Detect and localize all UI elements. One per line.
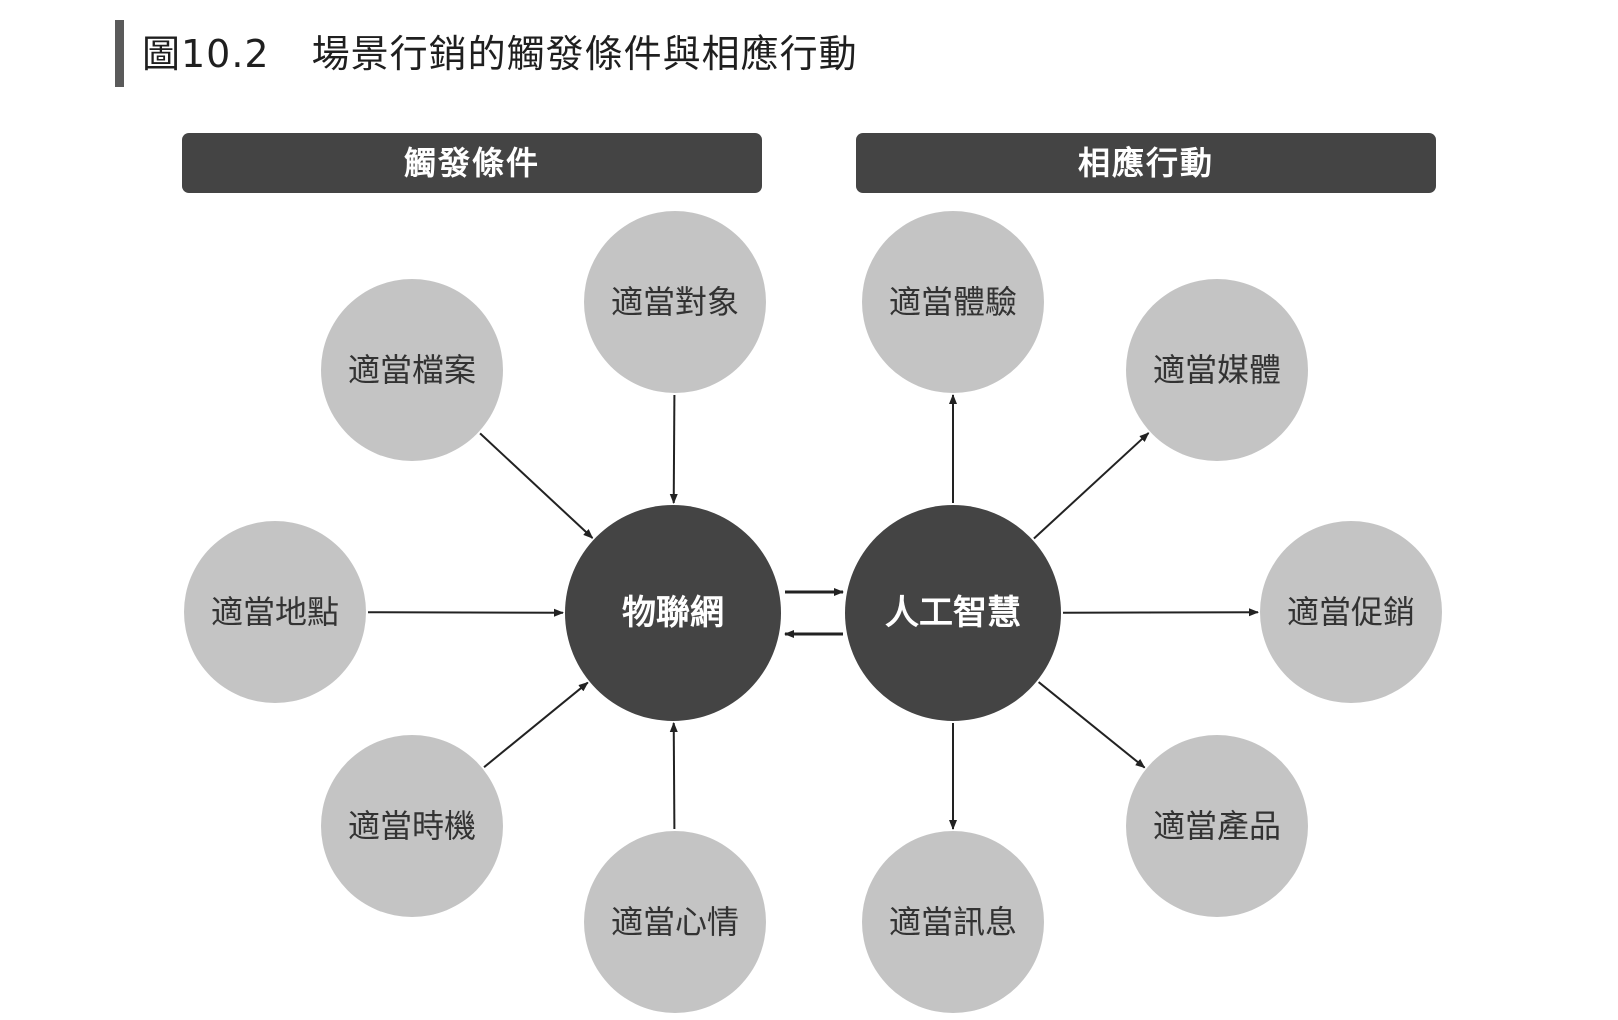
action-node-product-label: 適當產品 bbox=[1153, 807, 1281, 845]
figure-number: 圖10.2 bbox=[142, 32, 270, 76]
trigger-node-location-label: 適當地點 bbox=[211, 593, 339, 631]
hub-iot-circle bbox=[565, 505, 781, 721]
action-node-media-circle bbox=[1126, 279, 1308, 461]
action-node-promotion: 適當促銷 bbox=[1260, 521, 1442, 703]
trigger-node-timing-circle bbox=[321, 735, 503, 917]
action-node-experience-label: 適當體驗 bbox=[889, 283, 1017, 321]
action-node-product: 適當產品 bbox=[1126, 735, 1308, 917]
trigger-node-profile-label: 適當檔案 bbox=[348, 351, 476, 389]
arrow-profile-to-iot bbox=[479, 432, 594, 539]
trigger-node-profile-circle bbox=[321, 279, 503, 461]
trigger-node-mood-circle bbox=[584, 831, 766, 1013]
hub-ai-circle bbox=[845, 505, 1061, 721]
arrow-timing-to-iot bbox=[483, 681, 589, 768]
action-node-media-label: 適當媒體 bbox=[1153, 351, 1281, 389]
action-node-promotion-circle bbox=[1260, 521, 1442, 703]
action-node-experience-circle bbox=[862, 211, 1044, 393]
arrows-layer bbox=[367, 394, 1260, 830]
trigger-node-location-circle bbox=[184, 521, 366, 703]
trigger-node-mood-label: 適當心情 bbox=[611, 903, 739, 941]
arrow-ai-to-media bbox=[1033, 432, 1150, 540]
trigger-node-mood: 適當心情 bbox=[584, 831, 766, 1013]
action-node-experience: 適當體驗 bbox=[862, 211, 1044, 393]
figure-title: 圖10.2 場景行銷的觸發條件與相應行動 bbox=[142, 26, 858, 82]
arrow-object-to-iot bbox=[669, 394, 678, 505]
title-accent-bar bbox=[115, 20, 124, 87]
hub-ai: 人工智慧 bbox=[845, 505, 1061, 721]
hub-iot: 物聯網 bbox=[565, 505, 781, 721]
trigger-node-object: 適當對象 bbox=[584, 211, 766, 393]
trigger-node-timing: 適當時機 bbox=[321, 735, 503, 917]
actions-header: 相應行動 bbox=[856, 133, 1436, 193]
trigger-node-object-circle bbox=[584, 211, 766, 393]
arrow-ai-to-product bbox=[1037, 681, 1146, 769]
arrow-mood-to-iot bbox=[669, 721, 678, 830]
action-node-product-circle bbox=[1126, 735, 1308, 917]
action-node-message-circle bbox=[862, 831, 1044, 1013]
trigger-node-profile: 適當檔案 bbox=[321, 279, 503, 461]
action-node-message: 適當訊息 bbox=[862, 831, 1044, 1013]
hub-ai-label: 人工智慧 bbox=[885, 593, 1021, 633]
trigger-node-location: 適當地點 bbox=[184, 521, 366, 703]
triggers-header: 觸發條件 bbox=[182, 133, 762, 193]
action-node-media: 適當媒體 bbox=[1126, 279, 1308, 461]
action-node-promotion-label: 適當促銷 bbox=[1287, 593, 1415, 631]
hub-iot-label: 物聯網 bbox=[622, 593, 724, 633]
action-node-message-label: 適當訊息 bbox=[889, 903, 1017, 941]
trigger-node-timing-label: 適當時機 bbox=[348, 807, 476, 845]
trigger-node-object-label: 適當對象 bbox=[611, 283, 739, 321]
figure-title-text: 場景行銷的觸發條件與相應行動 bbox=[311, 32, 858, 76]
